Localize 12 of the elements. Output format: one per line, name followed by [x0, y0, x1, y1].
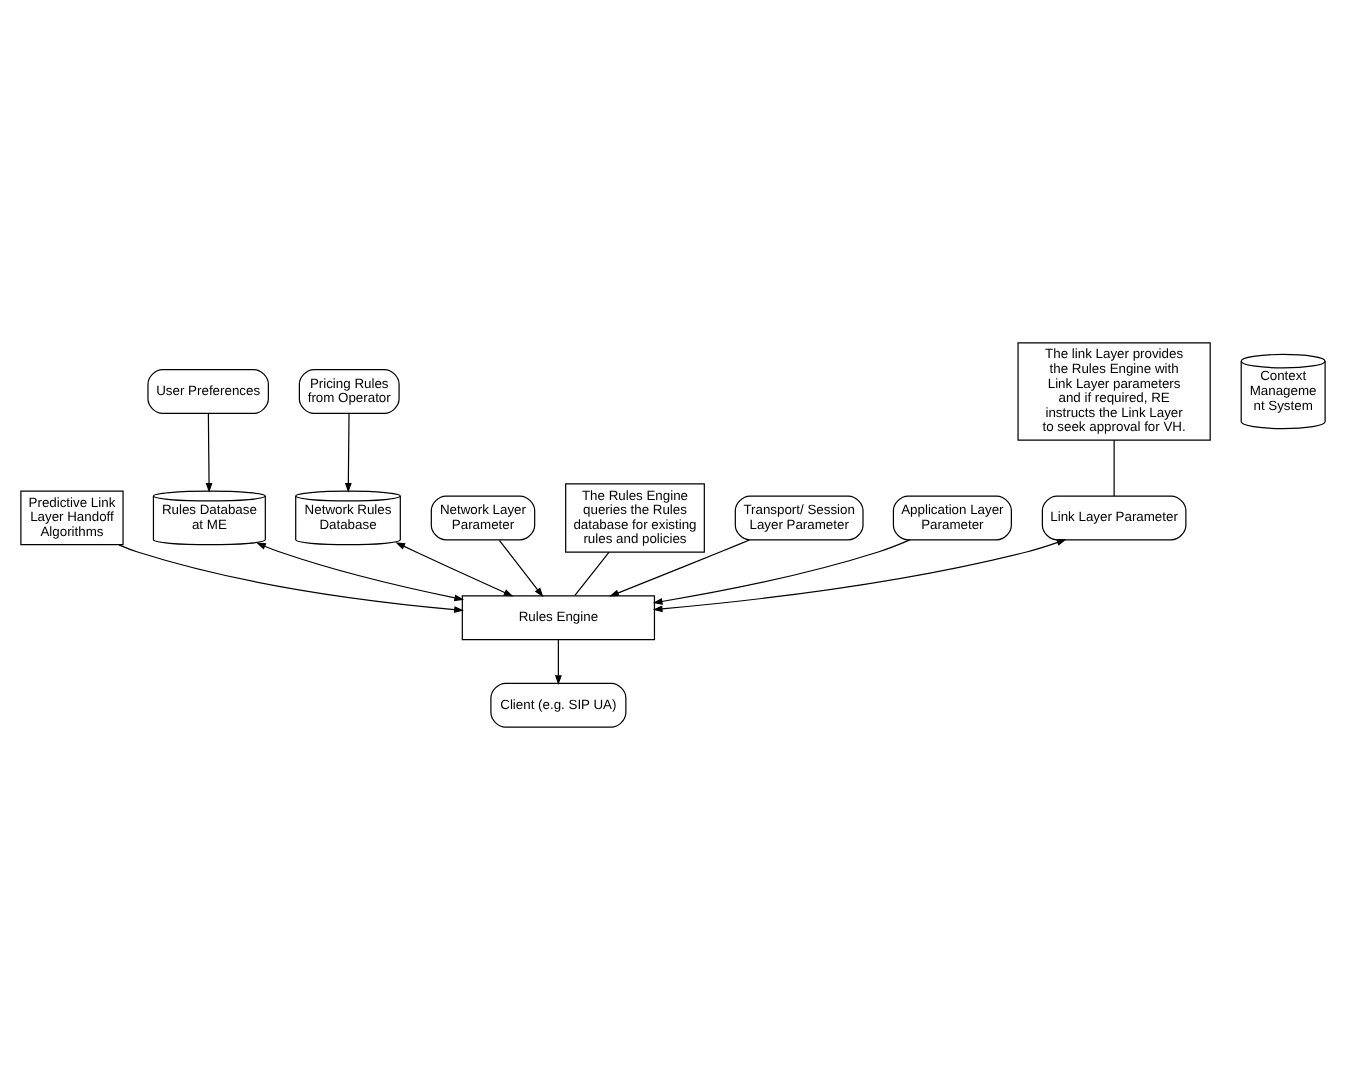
arrow [256, 542, 465, 602]
connector [574, 551, 610, 597]
arrow [118, 544, 464, 613]
arrow [554, 639, 562, 686]
arrow [205, 413, 213, 493]
arrow [498, 539, 544, 598]
arrow [652, 539, 1067, 613]
arrow [344, 413, 352, 493]
arrow [395, 542, 514, 597]
arrow [652, 539, 911, 605]
arrow [609, 539, 751, 597]
connector [1113, 439, 1115, 497]
